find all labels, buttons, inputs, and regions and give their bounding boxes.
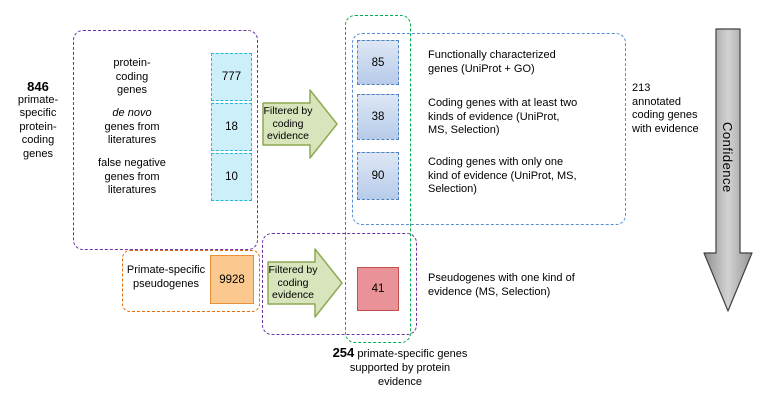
filter-arrow-icon xyxy=(267,248,343,318)
filter-arrow-1-label: Filtered by coding evidence xyxy=(263,105,313,143)
left-summary: 846 primate-specific protein-coding gene… xyxy=(6,80,70,161)
count-box-pseudogenes: 9928 xyxy=(210,255,254,304)
evidence-desc-two-evidence: Coding genes with at least two kinds of … xyxy=(428,97,578,136)
right-summary-total: 213 xyxy=(632,82,651,94)
evidence-desc-functionally-characterized: Functionally characterized genes (UniPro… xyxy=(428,49,556,75)
pseudo-evidence-desc: Pseudogenes with one kind of evidence (M… xyxy=(428,272,575,298)
filter-arrow-1: Filtered by coding evidence xyxy=(262,88,338,160)
bottom-summary-total: 254 xyxy=(332,345,355,360)
coding-evidence-dashed-box xyxy=(352,33,626,225)
confidence-arrow xyxy=(702,28,754,313)
pseudogenes-label: Primate-specific pseudogenes xyxy=(126,264,206,290)
filter-arrow-2: Filtered by coding evidence xyxy=(267,247,343,319)
coding-row-label-protein-coding: protein-coding genes xyxy=(113,57,151,96)
coding-row-label-de-novo: de novo genes from literatures xyxy=(104,107,160,146)
count-box-de-novo: 18 xyxy=(211,103,252,151)
de-novo-italic: de novo xyxy=(112,107,152,119)
count-box-false-negative: 10 xyxy=(211,153,252,201)
count-box-functionally-characterized: 85 xyxy=(357,40,399,85)
bottom-summary-caption: primate-specific genes supported by prot… xyxy=(349,348,468,388)
pseudo-filter-dashed-box xyxy=(262,233,417,335)
filter-arrow-icon xyxy=(262,89,338,159)
count-box-one-evidence: 90 xyxy=(357,152,399,200)
confidence-arrow-icon xyxy=(703,28,753,312)
coding-input-dashed-box xyxy=(73,30,258,250)
right-summary: 213 annotated coding genes with evidence xyxy=(632,82,702,136)
left-summary-caption: primate-specific protein-coding genes xyxy=(17,93,59,160)
right-summary-caption: annotated coding genes with evidence xyxy=(632,95,699,135)
supported-genes-dashed-box xyxy=(345,15,411,343)
left-summary-total: 846 xyxy=(27,79,49,94)
evidence-desc-one-evidence: Coding genes with only one kind of evide… xyxy=(428,156,577,195)
count-box-protein-coding: 777 xyxy=(211,53,252,101)
coding-row-label-false-negative: false negative genes from literatures xyxy=(98,157,166,196)
count-box-pseudo-evidence: 41 xyxy=(357,267,399,311)
confidence-axis-label: Confidence xyxy=(720,122,735,193)
count-box-two-evidence: 38 xyxy=(357,94,399,140)
filter-arrow-2-label: Filtered by coding evidence xyxy=(268,264,318,302)
bottom-summary: 254 primate-specific genes supported by … xyxy=(330,346,470,389)
pseudogenes-dashed-box xyxy=(122,250,260,312)
